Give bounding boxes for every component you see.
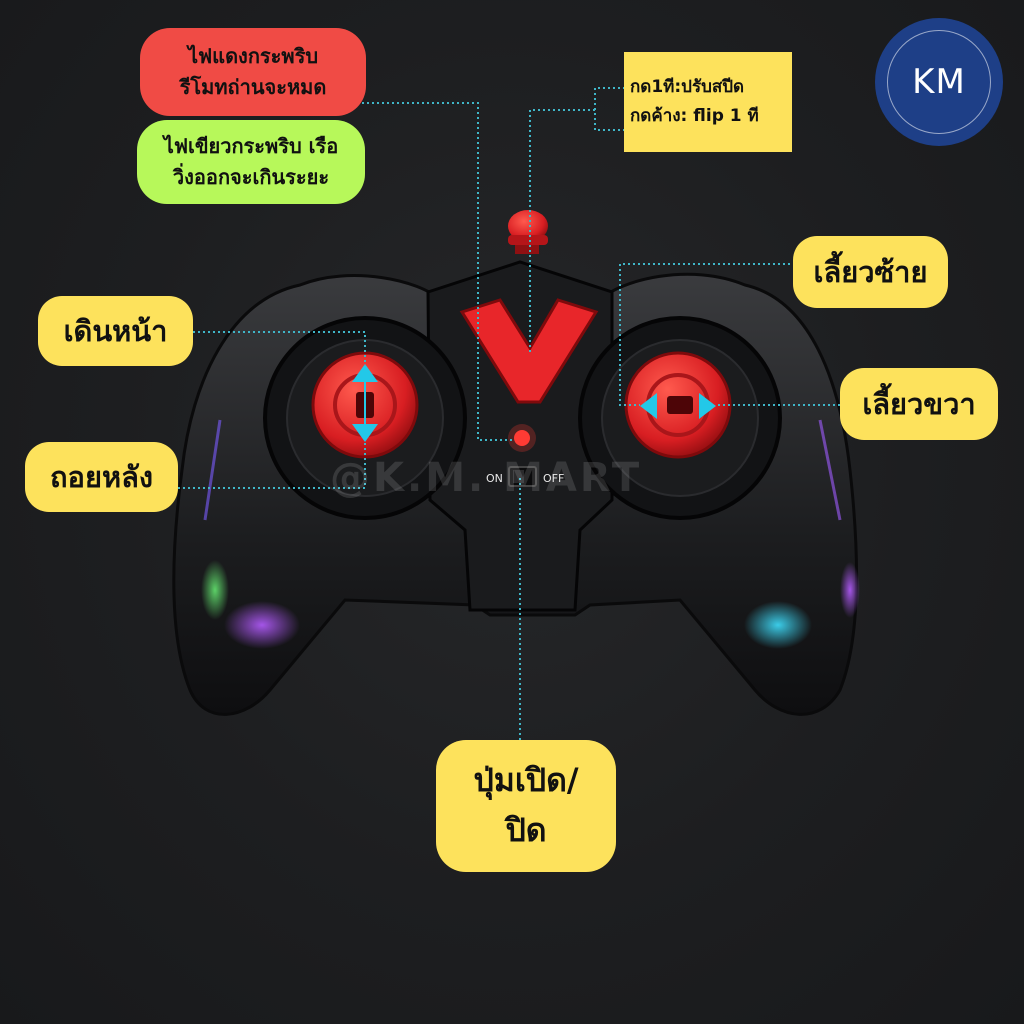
callout-power: ปุ่มเปิด/ ปิด	[436, 740, 616, 872]
arrow-down-icon	[352, 424, 378, 442]
watermark-text: @K.M. MART	[330, 455, 643, 501]
callout-red-light: ไฟแดงกระพริบ รีโมทถ่านจะหมด	[140, 28, 366, 116]
arrow-right-icon	[699, 393, 716, 419]
leader-lines	[178, 87, 840, 740]
arrow-up-icon	[352, 364, 378, 382]
green-light-line-2: วิ่งออกจะเกินระยะ	[172, 165, 330, 189]
callout-turn-left: เลี้ยวซ้าย	[793, 236, 948, 308]
indicator-light	[514, 430, 530, 446]
callout-forward: เดินหน้า	[38, 296, 193, 366]
switch-on-label: ON	[486, 472, 503, 485]
red-light-line-1: ไฟแดงกระพริบ	[187, 44, 319, 68]
power-line-2: ปิด	[505, 811, 547, 849]
km-logo-text: KM	[912, 62, 966, 102]
callout-turn-right: เลี้ยวขวา	[840, 368, 998, 440]
arrow-left-icon	[640, 393, 657, 419]
km-logo: KM	[875, 18, 1003, 146]
callout-green-light: ไฟเขียวกระพริบ เรือ วิ่งออกจะเกินระยะ	[137, 120, 365, 204]
red-light-line-2: รีโมทถ่านจะหมด	[179, 75, 327, 99]
callout-speed-button: กด1ที:ปรับสปีด กดค้าง: flip 1 ที	[624, 52, 792, 152]
speed-line-2: กดค้าง: flip 1 ที	[630, 106, 759, 126]
green-light-line-1: ไฟเขียวกระพริบ เรือ	[163, 134, 339, 158]
power-line-1: ปุ่มเปิด/	[473, 761, 579, 800]
speed-line-1: กด1ที:ปรับสปีด	[630, 77, 745, 98]
switch-off-label: OFF	[543, 472, 565, 485]
callout-backward: ถอยหลัง	[25, 442, 178, 512]
